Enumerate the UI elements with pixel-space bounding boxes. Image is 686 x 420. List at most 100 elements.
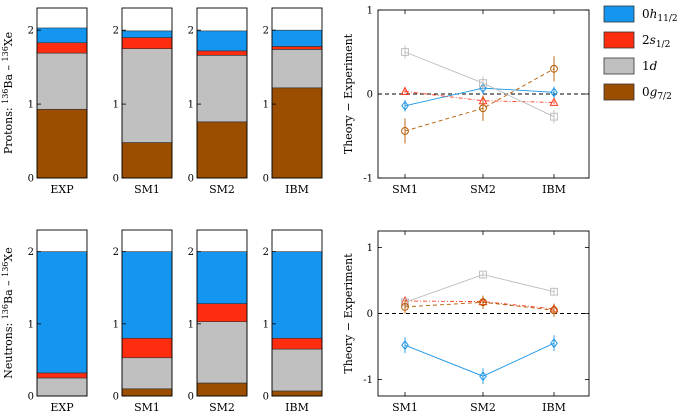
bar-segment-2s1-2: [36, 372, 88, 379]
bar-segment-0h11-2: [271, 29, 323, 47]
point-marker: [479, 104, 487, 113]
y-tick-label: 2: [28, 247, 34, 258]
bar-frame: [271, 7, 323, 179]
legend-swatch-0g7-2: [603, 83, 635, 101]
bar-segment-0g7-2: [121, 388, 173, 397]
point-marker: [550, 287, 558, 296]
bar-segment-2s1-2: [121, 37, 173, 49]
y-tick-label: 0: [28, 174, 34, 185]
y-tick-label: 2: [263, 247, 269, 258]
bar-frame: [36, 7, 88, 179]
legend-label-0h11-2: 0h11/2: [642, 7, 678, 24]
y-tick-label: 2: [263, 26, 269, 37]
legend-swatch-2s1-2: [603, 31, 635, 49]
x-category-label: IBM: [542, 401, 566, 414]
legend-label-0g7-2: 0g7/2: [642, 85, 672, 102]
y-tick-label: 1: [367, 6, 373, 17]
legend-label-1d: 1d: [642, 59, 658, 73]
y-tick-label: 2: [113, 247, 119, 258]
y-tick-label: 0: [28, 392, 34, 403]
x-category-label: IBM: [285, 183, 309, 196]
x-category-label: SM2: [209, 183, 235, 196]
y-tick-label: 0: [188, 392, 194, 403]
y-tick-label: 1: [367, 243, 373, 254]
point-marker: [400, 86, 410, 95]
bar-segment-0h11-2: [36, 251, 88, 374]
x-category-label: IBM: [542, 183, 566, 196]
y-tick-label: 2: [28, 26, 34, 37]
bar-segment-0h11-2: [36, 27, 88, 44]
bar-segment-0g7-2: [196, 382, 248, 397]
bar-frame: [121, 229, 173, 397]
x-category-label: SM2: [209, 401, 235, 414]
y-axis-label: Protons: 136Ba – 136Xe: [1, 32, 15, 154]
y-tick-label: 0: [367, 90, 373, 101]
point-marker: [401, 48, 409, 56]
bar-segment-2s1-2: [271, 46, 323, 50]
x-category-label: IBM: [285, 401, 309, 414]
bar-segment-2s1-2: [36, 42, 88, 54]
point-marker: [479, 270, 487, 279]
point-marker: [550, 112, 558, 121]
x-category-label: SM2: [470, 401, 496, 414]
point-marker: [479, 298, 487, 307]
legend-swatch-0h11-2: [603, 5, 635, 23]
bar-segment-0h11-2: [196, 251, 248, 304]
bar-segment-0h11-2: [121, 30, 173, 38]
point-marker: [550, 64, 558, 73]
y-tick-label: 0: [263, 392, 269, 403]
bar-segment-1d: [196, 321, 248, 384]
bar-segment-0g7-2: [36, 108, 88, 179]
y-tick-label: 1: [28, 319, 34, 330]
y-tick-label: 1: [113, 100, 119, 111]
bar-segment-0g7-2: [271, 87, 323, 179]
bar-segment-2s1-2: [121, 337, 173, 359]
x-category-label: SM1: [392, 401, 418, 414]
bar-segment-1d: [271, 348, 323, 392]
bar-segment-1d: [121, 357, 173, 390]
x-category-label: SM2: [470, 183, 496, 196]
x-category-label: SM1: [134, 183, 160, 196]
y-tick-label: 1: [188, 100, 194, 111]
y-tick-label: 1: [113, 319, 119, 330]
y-tick-label: 2: [113, 26, 119, 37]
bar-segment-0h11-2: [196, 30, 248, 52]
bar-segment-1d: [36, 52, 88, 110]
y-tick-label: 0: [188, 174, 194, 185]
point-marker: [549, 97, 559, 106]
bar-segment-1d: [36, 377, 88, 397]
point-marker: [401, 127, 409, 135]
point-marker: [401, 303, 409, 311]
y-axis-label: Theory − Experiment: [342, 253, 355, 374]
y-tick-label: 1: [188, 319, 194, 330]
y-tick-label: 0: [263, 174, 269, 185]
y-axis-label: Theory − Experiment: [342, 33, 355, 154]
y-axis-label: Neutrons: 136Ba – 136Xe: [1, 247, 15, 379]
y-tick-label: 2: [188, 247, 194, 258]
point-marker: [550, 338, 558, 349]
point-marker: [401, 340, 409, 351]
y-tick-label: 1: [28, 100, 34, 111]
y-tick-label: 0: [113, 392, 119, 403]
x-category-label: SM1: [134, 401, 160, 414]
point-marker: [401, 100, 409, 111]
bar-segment-2s1-2: [196, 50, 248, 56]
y-tick-label: 0: [367, 309, 373, 320]
bar-frame: [271, 229, 323, 397]
bar-segment-1d: [271, 49, 323, 89]
bar-segment-1d: [196, 55, 248, 123]
bar-segment-1d: [121, 48, 173, 143]
point-marker: [550, 87, 558, 98]
bar-frame: [36, 229, 88, 397]
y-tick-label: -1: [363, 375, 373, 386]
point-marker: [479, 79, 487, 87]
point-marker: [550, 306, 558, 315]
y-tick-label: -1: [363, 174, 373, 185]
y-tick-label: 2: [188, 26, 194, 37]
